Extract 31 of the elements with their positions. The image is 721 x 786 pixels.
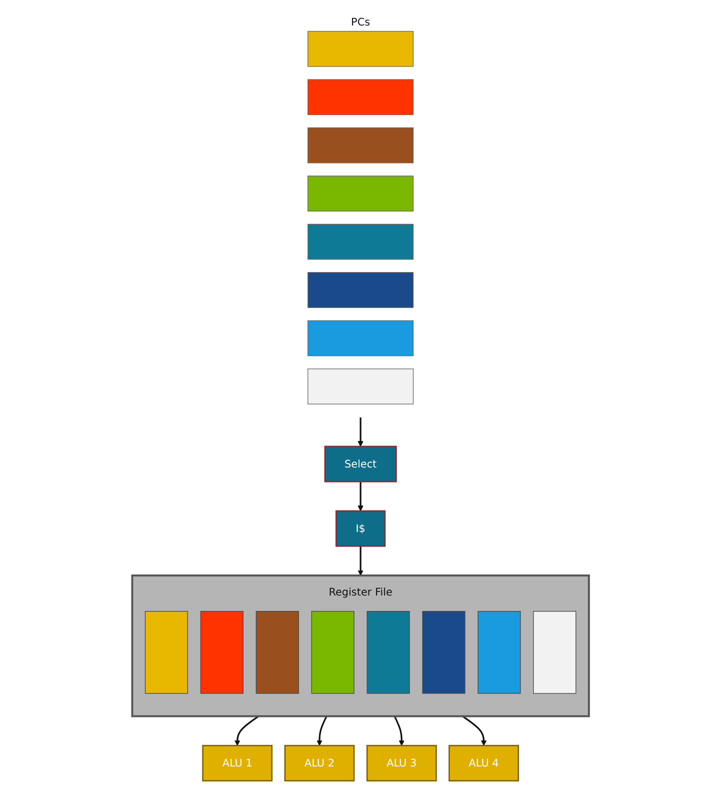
node-bar	[307, 30, 414, 67]
node-text: PCs	[351, 16, 370, 28]
node-bar	[307, 176, 414, 212]
node-box	[256, 611, 299, 694]
node-box: I$	[335, 510, 386, 547]
node-bar	[307, 224, 414, 260]
node-bar	[307, 320, 414, 356]
arrow	[358, 482, 364, 512]
node-bar	[307, 127, 414, 164]
cluster: Register File	[131, 574, 590, 718]
arrow	[234, 716, 259, 746]
node-box: ALU 4	[448, 744, 519, 782]
node-bar	[307, 272, 414, 308]
node-box	[422, 611, 466, 694]
node-box	[478, 611, 521, 694]
node-bar	[307, 368, 414, 404]
node-box: ALU 2	[284, 744, 355, 782]
node-box: ALU 1	[202, 744, 272, 782]
arrow	[358, 417, 364, 447]
arrow	[358, 546, 364, 576]
node-box	[144, 611, 188, 694]
node-bar	[307, 79, 414, 116]
node-box	[533, 611, 576, 694]
arrow	[462, 716, 487, 746]
arrow	[394, 716, 404, 746]
node-box	[366, 611, 410, 694]
node-box	[200, 611, 244, 694]
node-box	[311, 611, 354, 694]
node-box: Select	[324, 446, 397, 482]
arrow	[316, 716, 328, 746]
node-box: ALU 3	[366, 744, 437, 782]
